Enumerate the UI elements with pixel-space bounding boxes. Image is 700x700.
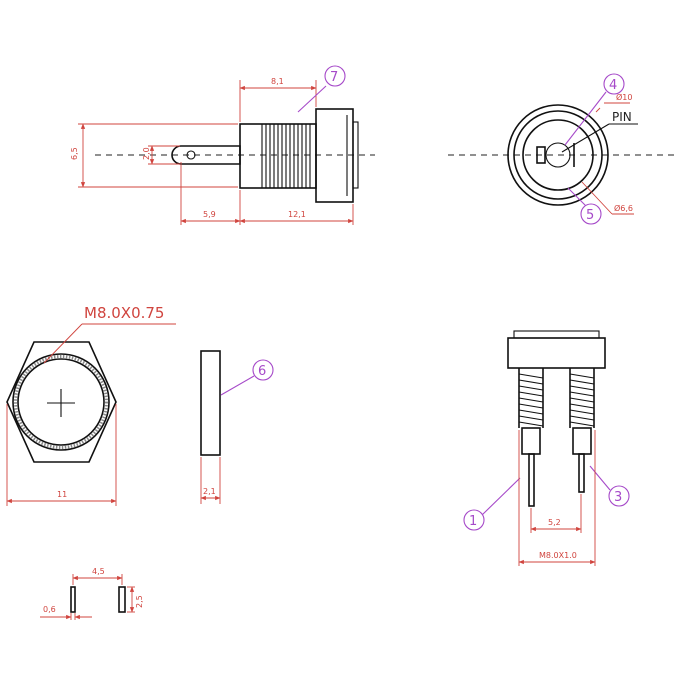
washer-view: 6 2,1 <box>200 350 274 504</box>
terminal-right <box>118 586 126 613</box>
pin-label: PIN <box>612 110 632 124</box>
dim-thread-spec: M8.0X1.0 <box>539 551 577 560</box>
dim-side-height: 6,5 <box>70 147 79 160</box>
callout-4-leader <box>564 91 607 146</box>
nut-thread-label: M8.0X0.75 <box>84 304 164 322</box>
front-outer-ring <box>507 104 609 206</box>
dim-outer-diameter: Ø10 <box>616 92 632 102</box>
right-spring <box>569 368 595 455</box>
callout-5-circle <box>580 203 602 225</box>
front-inner-ring <box>522 119 594 191</box>
pin-tab-hole <box>186 150 196 160</box>
dim-nut-width: 11 <box>57 490 67 499</box>
right-pin <box>578 453 585 493</box>
dim-terminal-height: 2,5 <box>135 595 144 608</box>
dim-body-length: 12,1 <box>288 210 306 219</box>
callout-3-leader <box>589 465 611 491</box>
front-ring-2 <box>513 110 603 200</box>
bottom-view: 1 3 5,2 M8.0X1.0 <box>463 330 630 566</box>
bottom-flange <box>507 337 606 369</box>
dim-terminal-thickness: 0,6 <box>43 605 56 614</box>
dim-pin-width: 2,0 <box>142 147 151 160</box>
left-pin <box>528 453 535 507</box>
callout-7-circle <box>324 65 346 87</box>
callout-4-number: 4 <box>609 78 617 93</box>
callout-7-number: 7 <box>330 70 338 85</box>
nut-inner-thread <box>17 358 105 446</box>
nut-thread-hatch <box>14 355 108 449</box>
callout-5-leader <box>567 187 587 207</box>
callout-5-number: 5 <box>586 208 594 223</box>
front-left-contact <box>536 146 546 164</box>
callout-7-leader <box>297 85 327 113</box>
dim-washer-thickness: 2,1 <box>203 487 216 496</box>
callout-1-circle <box>463 509 485 531</box>
nut-view: M8.0X0.75 11 <box>6 304 176 506</box>
front-pin <box>545 142 571 168</box>
dim-pin-length: 5,9 <box>203 210 216 219</box>
callout-3-circle <box>608 485 630 507</box>
callout-1-number: 1 <box>469 514 477 529</box>
thread-lines <box>261 124 311 188</box>
terminal-left <box>70 586 76 613</box>
terminal-view: 4,5 0,6 2,5 <box>40 567 144 620</box>
left-spring <box>518 368 544 455</box>
callout-6-number: 6 <box>258 364 266 379</box>
callout-6-leader <box>220 375 255 396</box>
side-view: 8,1 6,5 2,0 5,9 12,1 7 <box>70 65 375 225</box>
dim-terminal-spacing: 4,5 <box>92 567 105 576</box>
front-view: 4 Ø10 PIN 5 Ø6,6 <box>448 73 675 225</box>
callout-4-circle <box>603 73 625 95</box>
dim-pin-spacing: 5,2 <box>548 518 561 527</box>
hex-nut <box>6 341 117 463</box>
callout-1-leader <box>480 477 521 517</box>
pin-tab-tip <box>171 145 182 165</box>
dim-total-length: 8,1 <box>271 77 284 86</box>
nut-outer-thread <box>12 353 110 451</box>
dim-inner-diameter: Ø6,6 <box>614 203 633 213</box>
callout-6-circle <box>252 359 274 381</box>
callout-3-number: 3 <box>614 490 622 505</box>
washer <box>200 350 221 456</box>
